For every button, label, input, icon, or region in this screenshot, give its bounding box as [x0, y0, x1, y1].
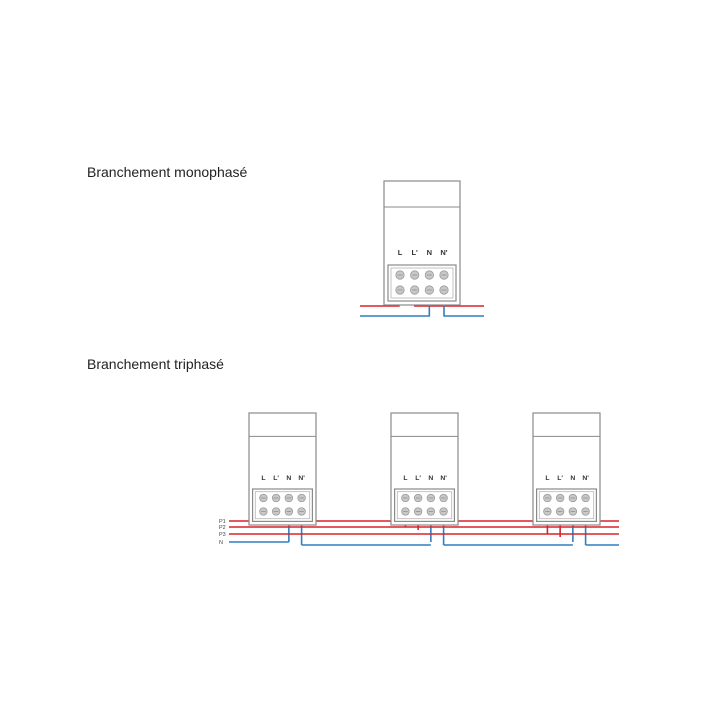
terminal-block-inner	[396, 491, 453, 520]
bus-label-p3: P3	[219, 532, 226, 538]
terminal-block	[394, 488, 456, 523]
bus-label-p2: P2	[219, 525, 226, 531]
relay-device-tri-1: L L' N N'	[248, 412, 317, 526]
terminal-block	[252, 488, 314, 523]
heading-monophase: Branchement monophasé	[87, 164, 248, 180]
bus-label-p1: P1	[219, 519, 226, 525]
heading-triphase: Branchement triphasé	[87, 356, 224, 372]
relay-device-tri-3: L L' N N'	[532, 412, 601, 526]
terminal-label-0: L	[261, 475, 265, 482]
terminal-label-3: N'	[440, 475, 447, 482]
terminal-block	[387, 264, 457, 302]
terminal-label-3: N'	[440, 248, 447, 257]
terminal-label-1: L'	[273, 475, 279, 482]
terminal-label-0: L	[398, 248, 403, 257]
bus-label-n: N	[219, 540, 223, 546]
terminal-label-0: L	[403, 475, 407, 482]
terminal-label-1: L'	[557, 475, 563, 482]
terminal-block-inner	[390, 267, 454, 299]
terminal-label-3: N'	[582, 475, 589, 482]
terminal-block	[535, 488, 597, 523]
relay-device-mono: L L' N N'	[383, 180, 461, 306]
terminal-label-1: L'	[411, 248, 418, 257]
terminal-label-1: L'	[415, 475, 421, 482]
devices-layer: L L' N N' L L' N N' L L' N N' L L' N N'	[248, 180, 601, 526]
terminal-label-3: N'	[298, 475, 305, 482]
terminal-label-0: L	[545, 475, 549, 482]
terminal-label-2: N	[286, 475, 291, 482]
terminal-block-inner	[538, 491, 595, 520]
relay-device-tri-2: L L' N N'	[390, 412, 459, 526]
terminal-label-2: N	[570, 475, 575, 482]
terminal-block-inner	[254, 491, 311, 520]
terminal-label-2: N	[427, 248, 432, 257]
terminal-label-2: N	[428, 475, 433, 482]
